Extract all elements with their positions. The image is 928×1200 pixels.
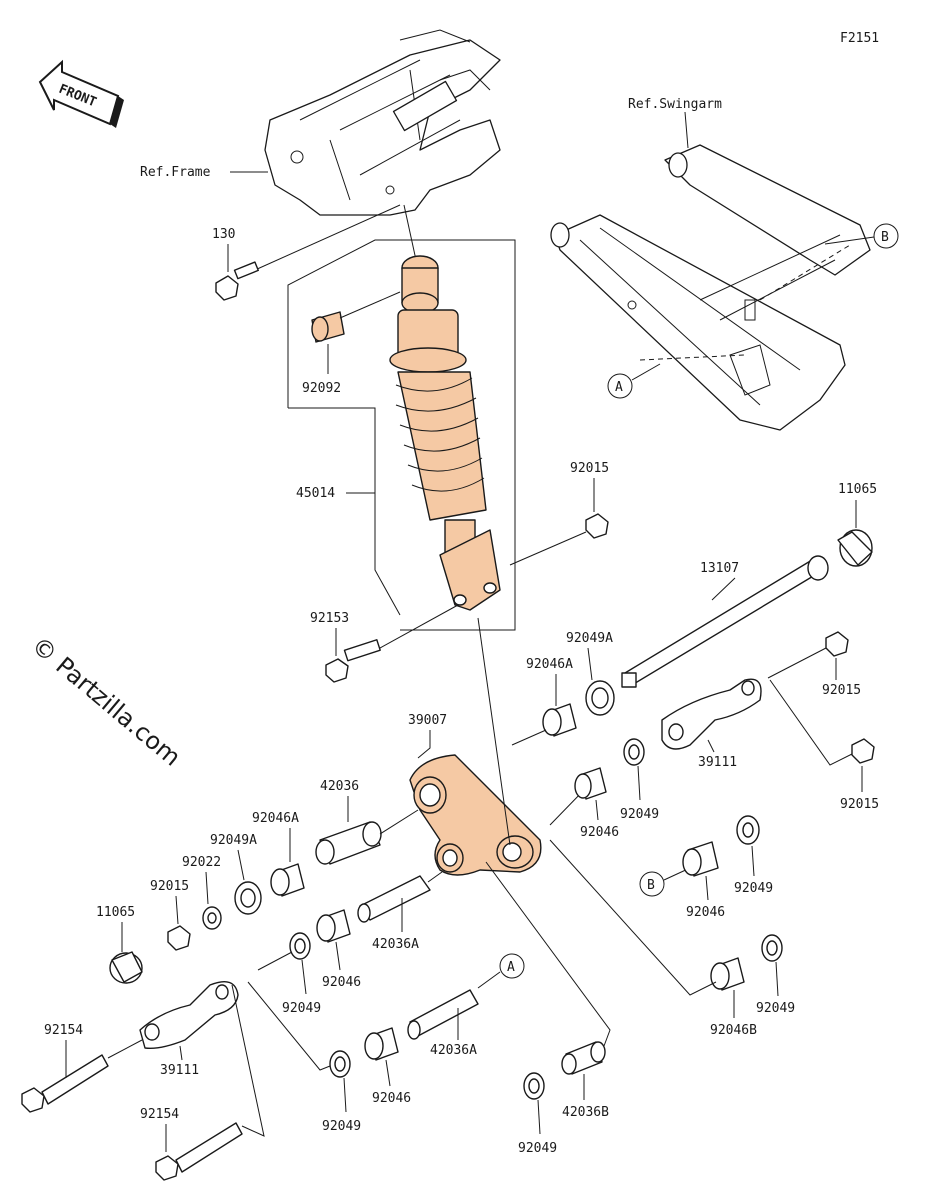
- bolt-130: 130: [212, 204, 401, 301]
- washer-92049-r3: 92049: [756, 934, 795, 1016]
- bearing-92046-lmid: 92046: [316, 909, 361, 990]
- callout-a-upper: A: [615, 380, 623, 395]
- label-13107: 13107: [700, 561, 739, 576]
- label-92154-top: 92154: [44, 1023, 83, 1038]
- nut-92015-right-1: 92015: [767, 631, 861, 698]
- figure-id: F2151: [840, 31, 879, 46]
- label-92049-bot: 92049: [518, 1141, 557, 1156]
- seal-92049A-left: 92049A: [210, 833, 262, 915]
- label-92046-lmid: 92046: [322, 975, 361, 990]
- sleeve-42036B: 42036B: [485, 861, 611, 1120]
- label-92015-r2: 92015: [840, 797, 879, 812]
- bearing-92046-mid: 92046: [574, 767, 619, 840]
- callout-b-upper: B: [881, 230, 889, 245]
- nut-92015-top: 92015: [509, 461, 609, 566]
- link-39111-left: 39111: [139, 981, 239, 1078]
- washer-92049-bottom: 92049: [518, 1072, 557, 1156]
- label-92046-b: 92046: [686, 905, 725, 920]
- label-92049-low: 92049: [322, 1119, 361, 1134]
- ref-frame-label: Ref.Frame: [140, 165, 211, 180]
- front-direction-arrow: FRONT: [38, 59, 124, 128]
- bolt-92153: 92153: [310, 604, 459, 683]
- bearing-92046A-right: 92046A: [511, 657, 577, 746]
- link-39111-right: 39111: [661, 678, 762, 770]
- rocker-arm-39007: 39007: [408, 617, 542, 876]
- label-92049-r3: 92049: [756, 1001, 795, 1016]
- label-92049-b: 92049: [734, 881, 773, 896]
- label-39007: 39007: [408, 713, 447, 728]
- washer-92049-low: 92049: [247, 981, 361, 1134]
- washer-92049-b: 92049: [734, 815, 773, 896]
- washer-92049-lmid: 92049: [257, 932, 321, 1016]
- bearing-92046A-left: 92046A: [252, 811, 305, 897]
- cap-11065-left: 11065: [96, 905, 143, 984]
- label-42036: 42036: [320, 779, 359, 794]
- label-92049-mid: 92049: [620, 807, 659, 822]
- callout-a-lower: A: [507, 960, 515, 975]
- label-92153: 92153: [310, 611, 349, 626]
- nut-92015-left: 92015: [150, 879, 191, 951]
- bushing-92092: 92092: [302, 291, 401, 396]
- label-39111-left: 39111: [160, 1063, 199, 1078]
- swingarm-reference: Ref.Swingarm: [550, 97, 871, 431]
- label-92092: 92092: [302, 381, 341, 396]
- bearing-92046-low: 92046: [364, 1027, 411, 1106]
- label-92046A-right: 92046A: [526, 657, 573, 672]
- label-92154-bot: 92154: [140, 1107, 179, 1122]
- label-92046B: 92046B: [710, 1023, 757, 1038]
- seal-92049A-right: 92049A: [566, 631, 615, 716]
- frame-reference: Ref.Frame: [140, 29, 501, 261]
- bearing-92046B: 92046 B: [549, 839, 757, 1038]
- label-45014: 45014: [296, 486, 335, 501]
- shock-absorber-45014: 45014: [296, 255, 501, 611]
- sleeve-42036A-upper: 42036A: [357, 871, 443, 952]
- label-11065-left: 11065: [96, 905, 135, 920]
- cap-11065-right: 11065: [837, 482, 877, 567]
- label-92046A-left: 92046A: [252, 811, 299, 826]
- sleeve-42036: 42036: [315, 779, 419, 865]
- label-92022: 92022: [182, 855, 221, 870]
- washer-92049-mid: 92049: [549, 738, 659, 826]
- label-42036A-upper: 42036A: [372, 937, 419, 952]
- bolt-92154-bottom: 92154: [140, 984, 265, 1181]
- label-92015-top: 92015: [570, 461, 609, 476]
- bearing-92046-b: B 92046: [639, 841, 725, 920]
- label-92049A-right: 92049A: [566, 631, 613, 646]
- ref-swingarm-label: Ref.Swingarm: [628, 97, 722, 112]
- sleeve-42036A-lower: A 42036A: [407, 953, 525, 1058]
- callout-b-lower: B: [647, 878, 655, 893]
- label-92015-left: 92015: [150, 879, 189, 894]
- label-11065-right: 11065: [838, 482, 877, 497]
- label-92046-low: 92046: [372, 1091, 411, 1106]
- washer-92022: 92022: [182, 855, 222, 930]
- bolt-92154-top: 92154: [21, 1023, 143, 1113]
- label-92046-mid: 92046: [580, 825, 619, 840]
- label-42036B: 42036B: [562, 1105, 609, 1120]
- label-92015-r1: 92015: [822, 683, 861, 698]
- label-130: 130: [212, 227, 235, 242]
- label-92049-lmid: 92049: [282, 1001, 321, 1016]
- partzilla-watermark: © Partzilla.com: [26, 631, 186, 771]
- label-42036A-lower: 42036A: [430, 1043, 477, 1058]
- label-92049A-left: 92049A: [210, 833, 257, 848]
- label-39111-right: 39111: [698, 755, 737, 770]
- nut-92015-right-2: 92015: [769, 679, 879, 812]
- axle-13107: 13107: [621, 555, 829, 688]
